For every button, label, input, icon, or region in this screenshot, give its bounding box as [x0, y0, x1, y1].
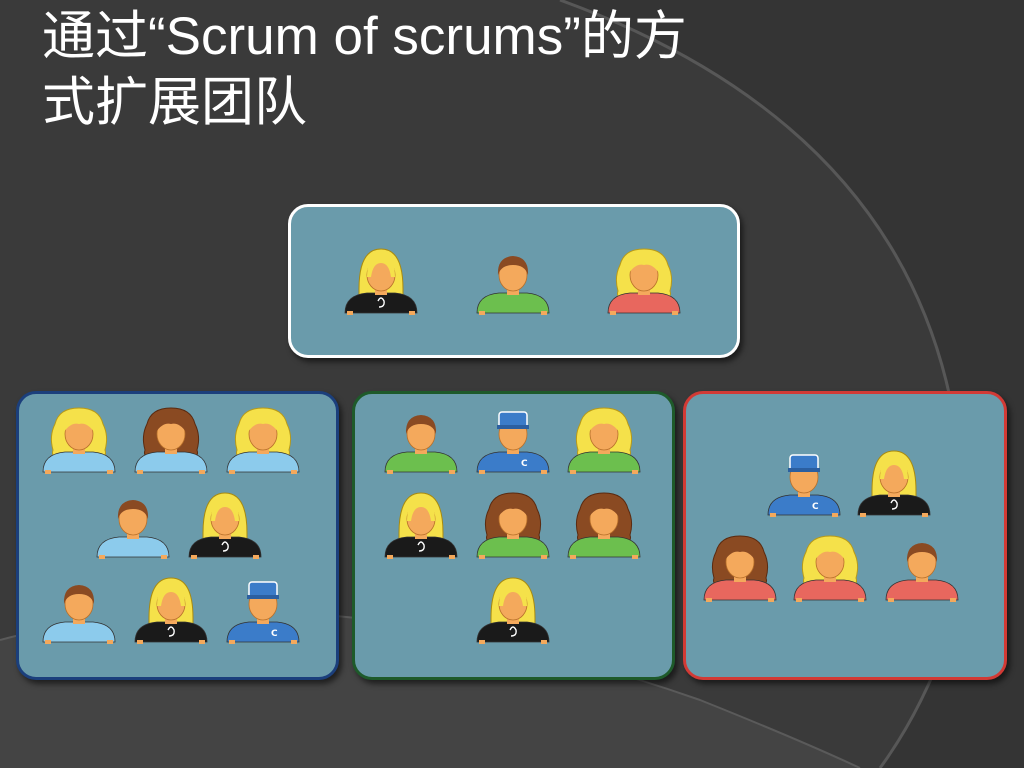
- svg-text:C: C: [812, 502, 819, 512]
- person-icon-green-7: [476, 577, 550, 644]
- person-icon-red-5: [885, 543, 959, 602]
- slide-title: 通过“Scrum of scrums”的方 式扩展团队: [42, 4, 942, 136]
- person-icon-blue-3: [226, 407, 300, 474]
- person-icon-red-4: [793, 535, 867, 602]
- title-line-1: 通过“Scrum of scrums”的方: [42, 7, 687, 66]
- person-icon-blue-5: [188, 492, 262, 559]
- person-icon-blue-7: [134, 577, 208, 644]
- person-icon-top-2: [476, 256, 550, 315]
- person-icon-top-1: [344, 248, 418, 315]
- person-icon-green-2: C: [476, 411, 550, 474]
- person-icon-green-3: [567, 407, 641, 474]
- person-icon-green-4: [384, 492, 458, 559]
- person-icon-red-1: C: [767, 454, 841, 517]
- person-icon-top-3: [607, 248, 681, 315]
- person-icon-green-1: [384, 415, 458, 474]
- team-members-blue: C: [42, 407, 300, 644]
- team-members-top: [344, 248, 681, 315]
- person-icon-blue-8: C: [226, 581, 300, 644]
- title-line-2: 式扩展团队: [42, 73, 307, 132]
- svg-text:C: C: [521, 459, 528, 469]
- person-icon-blue-1: [42, 407, 116, 474]
- person-icon-blue-4: [96, 500, 170, 559]
- team-green-box: C: [352, 391, 675, 680]
- scrum-of-scrums-box: [288, 204, 740, 358]
- svg-text:C: C: [271, 629, 278, 639]
- person-icon-green-5: [476, 492, 550, 559]
- person-icon-red-3: [703, 535, 777, 602]
- team-members-green: C: [384, 407, 641, 644]
- person-icon-green-6: [567, 492, 641, 559]
- person-icon-red-2: [857, 450, 931, 517]
- team-blue-box: C: [16, 391, 339, 680]
- person-icon-blue-6: [42, 585, 116, 644]
- team-members-red: C: [703, 450, 959, 602]
- team-red-box: C: [683, 391, 1007, 680]
- person-icon-blue-2: [134, 407, 208, 474]
